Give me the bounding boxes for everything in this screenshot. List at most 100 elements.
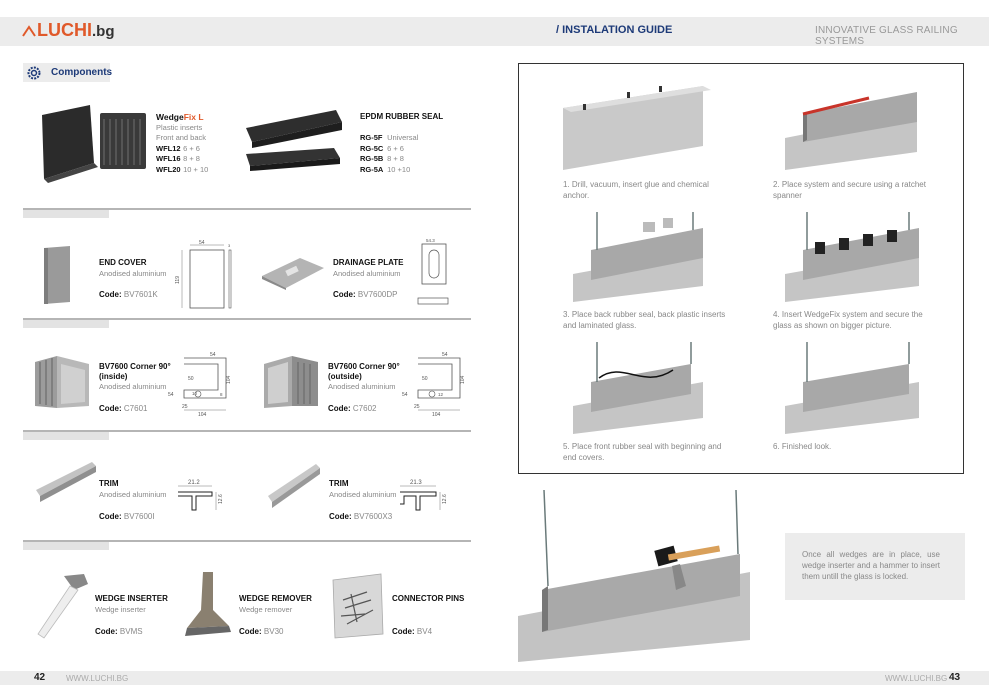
section-divider-block <box>23 432 109 440</box>
wedge-inserter-desc: Wedge inserter <box>95 605 146 614</box>
trim-drawing: 21.2 12.6 <box>178 480 224 511</box>
corner-outside-image <box>264 356 318 408</box>
end-cover-dim-w: 54 <box>199 240 205 246</box>
drainage-plate-image <box>262 258 324 290</box>
tagline: INNOVATIVE GLASS RAILING SYSTEMS <box>815 25 958 47</box>
corner-in-dim: 8 <box>220 392 223 397</box>
epdm-row: RG-5F Universal <box>360 133 419 142</box>
corner-inside-subtitle: (inside) <box>99 372 128 381</box>
note-text: Once all wedges are in place, use wedge … <box>802 550 940 581</box>
trim-dim-w: 21.2 <box>188 480 200 486</box>
step-1-image <box>563 86 711 170</box>
end-cover-dim-h: 119 <box>175 276 181 284</box>
wedgefix-desc2: Front and back <box>156 133 207 142</box>
corner-out-dim: 12 <box>438 392 444 397</box>
wedgefix-row: WFL20 10 + 10 <box>156 165 209 174</box>
drainage-dim-w: 54.3 <box>426 238 435 243</box>
section-divider-block <box>23 542 109 550</box>
website-right[interactable]: WWW.LUCHI.BG <box>885 674 948 683</box>
epdm-title: EPDM RUBBER SEAL <box>360 112 444 121</box>
header-band <box>0 17 989 46</box>
corner-inside-desc: Anodised aluminium <box>99 382 167 391</box>
wedgefix-row: WFL16 8 + 8 <box>156 154 200 163</box>
hammer-install-image <box>518 489 750 662</box>
gear-icon <box>27 66 41 80</box>
logo[interactable]: LUCHI.bg <box>22 20 115 41</box>
corner-outside-code: Code: C7602 <box>328 404 377 413</box>
epdm-seal-image <box>246 110 342 171</box>
corner-out-dim: 50 <box>422 376 428 382</box>
corner-in-dim: 104 <box>198 412 207 418</box>
page-number-right: 43 <box>949 672 961 683</box>
corner-in-dim: 25 <box>182 404 188 410</box>
corner-inside-image <box>35 356 89 408</box>
section-title: / INSTALATION GUIDE <box>556 24 673 36</box>
drainage-code: Code: BV7600DP <box>333 290 398 299</box>
note-box <box>785 533 965 600</box>
corner-out-dim: 54 <box>442 352 448 358</box>
connector-title: CONNECTOR PINS <box>392 594 465 603</box>
trim-code: Code: BV7600I <box>99 512 155 521</box>
wedge-remover-desc: Wedge remover <box>239 605 293 614</box>
corner-outside-drawing: 54 50 104 25 104 54 12 <box>402 352 466 418</box>
trim-code: Code: BV7600X3 <box>329 512 393 521</box>
trim-dim-h: 12.6 <box>442 494 448 504</box>
corner-in-dim: 54 <box>168 392 174 398</box>
website-left[interactable]: WWW.LUCHI.BG <box>66 674 129 683</box>
corner-in-dim: 10 <box>192 391 198 396</box>
section-divider-block <box>23 210 109 218</box>
corner-out-dim: 25 <box>414 404 420 410</box>
corner-outside-title: BV7600 Corner 90° <box>328 362 400 371</box>
corner-in-dim: 54 <box>210 352 216 358</box>
section-divider <box>23 540 471 542</box>
footer-band <box>0 671 989 685</box>
step-2-image <box>785 92 917 170</box>
step-4-image <box>785 212 919 302</box>
corner-in-dim: 104 <box>226 375 232 384</box>
end-cover-title: END COVER <box>99 258 147 267</box>
components-label: Components <box>51 67 113 78</box>
end-cover-dim-t: 3 <box>228 243 231 248</box>
installation-guide-box <box>518 63 964 474</box>
house-logo-icon <box>22 25 36 37</box>
connector-pins-image <box>332 573 384 639</box>
corner-out-dim: 54 <box>402 392 408 398</box>
wedgefix-title: WedgeFix L <box>156 112 204 122</box>
wedge-remover-code: Code: BV30 <box>239 627 284 636</box>
end-cover-drawing: 54 119 3 <box>175 240 232 309</box>
drainage-plate-drawing: 54.3 <box>417 238 449 305</box>
connector-code: Code: BV4 <box>392 627 433 636</box>
trim-desc: Anodised aluminium <box>99 490 167 499</box>
corner-out-dim: 104 <box>432 412 441 418</box>
corner-in-dim: 50 <box>188 376 194 382</box>
wedge-inserter-title: WEDGE INSERTER <box>95 594 168 603</box>
corner-inside-title: BV7600 Corner 90° <box>99 362 171 371</box>
step-5-image <box>573 342 703 434</box>
epdm-row: RG-5A 10 +10 <box>360 165 411 174</box>
trim-desc: Anodised aluminium <box>329 490 397 499</box>
corner-inside-code: Code: C7601 <box>99 404 148 413</box>
section-divider <box>23 208 471 210</box>
corner-inside-drawing: 54 50 10 104 25 104 54 8 <box>168 352 232 418</box>
wedge-inserter-image <box>37 574 88 639</box>
logo-suffix: .bg <box>92 23 115 40</box>
wedge-inserter-code: Code: BVMS <box>95 627 143 636</box>
wedgefix-desc1: Plastic inserts <box>156 123 203 132</box>
drainage-desc: Anodised aluminium <box>333 269 401 278</box>
trim-image <box>36 462 96 502</box>
wedgefix-row: WFL12 6 + 6 <box>156 144 200 153</box>
step-4-caption: 4. Insert WedgeFix system and secure the… <box>773 310 923 330</box>
step-6-caption: 6. Finished look. <box>773 442 832 451</box>
drainage-title: DRAINAGE PLATE <box>333 258 404 267</box>
trim-title: TRIM <box>329 479 349 488</box>
trim-image <box>268 464 320 508</box>
corner-outside-desc: Anodised aluminium <box>328 382 396 391</box>
step-3-caption: 3. Place back rubber seal, back plastic … <box>563 310 726 330</box>
section-divider-block <box>23 320 109 328</box>
components-tag <box>23 63 110 82</box>
end-cover-image <box>44 246 70 304</box>
wedge-remover-image <box>185 572 231 636</box>
step-2-caption: 2. Place system and secure using a ratch… <box>773 180 926 200</box>
epdm-row: RG-5C 6 + 6 <box>360 144 404 153</box>
step-5-caption: 5. Place front rubber seal with beginnin… <box>563 442 722 462</box>
